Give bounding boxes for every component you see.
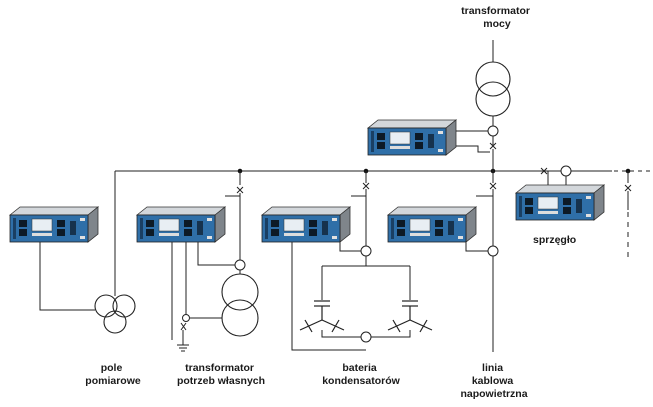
current-transformer-icon — [234, 259, 246, 271]
label-capacitor-bank: bateria kondensatorów — [322, 362, 400, 387]
breaker-icon — [489, 182, 497, 190]
voltage-transformer-icon — [94, 294, 136, 334]
breaker-icon — [489, 142, 497, 150]
current-transformer-icon — [487, 245, 499, 257]
capacitor-icon — [387, 300, 433, 333]
breaker-icon — [362, 182, 370, 190]
breaker-icon — [236, 186, 244, 194]
current-transformer-icon — [360, 331, 372, 343]
power-transformer-icon — [475, 61, 511, 117]
label-measuring-bay: pole pomiarowe — [85, 362, 141, 387]
relay-device-coupler — [515, 184, 605, 221]
current-transformer-icon — [360, 245, 372, 257]
ground-icon — [177, 344, 189, 352]
breaker-icon — [624, 184, 632, 192]
relay-device-power-transformer — [367, 119, 457, 156]
breaker-icon — [180, 322, 187, 331]
current-transformer-icon — [560, 165, 572, 177]
relay-device-capacitor-bank — [261, 206, 351, 243]
label-cable-overhead-line: linia kablowa napowietrzna — [460, 362, 527, 400]
label-power-transformer: transformator mocy — [461, 5, 533, 30]
breaker-icon — [540, 167, 548, 175]
relay-device-auxiliary-transformer — [136, 206, 226, 243]
label-auxiliary-transformer: transformator potrzeb własnych — [177, 362, 265, 387]
current-transformer-icon — [487, 125, 499, 137]
label-coupler: sprzęgło — [533, 234, 576, 246]
relay-device-line — [387, 206, 477, 243]
capacitor-icon — [299, 300, 345, 333]
power-transformer-icon — [221, 273, 259, 337]
relay-device-measuring-bay — [9, 206, 99, 243]
